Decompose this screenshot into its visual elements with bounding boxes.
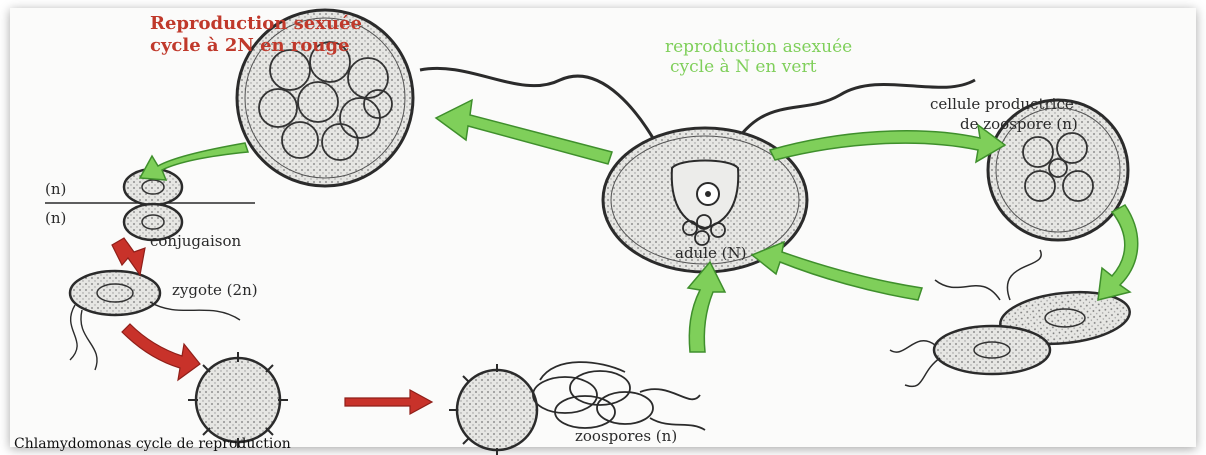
arrow-spore-to-germination xyxy=(345,390,432,414)
n-label-top: (n) xyxy=(45,181,66,198)
arrow-adult-to-sporangium xyxy=(436,100,612,164)
zygospore-cell xyxy=(188,352,288,448)
producer-label-line1: cellule productrice xyxy=(930,96,1074,113)
arrow-sporangium-to-conjugation xyxy=(140,143,248,180)
zygote-label: zygote (2n) xyxy=(172,282,258,299)
sexual-title-line2: cycle à 2N en rouge xyxy=(150,36,350,56)
n-label-bottom: (n) xyxy=(45,210,66,227)
sexual-title-line1: Reproduction sexuée xyxy=(150,14,362,34)
arrow-release-to-adult xyxy=(752,242,922,300)
adult-cell xyxy=(420,68,975,272)
asexual-title-line1: reproduction asexuée xyxy=(665,38,852,57)
released-zoospores xyxy=(890,250,1132,386)
adult-label: adule (N) xyxy=(675,245,746,262)
producer-label-line2: de zoospore (n) xyxy=(960,116,1078,133)
arrow-conjugation-to-zygote xyxy=(112,238,145,275)
asexual-title-line2: cycle à N en vert xyxy=(670,58,816,77)
arrow-zygote-to-spore xyxy=(122,324,200,380)
figure-caption: Chlamydomonas cycle de reproduction xyxy=(14,437,291,452)
conjugation-cells xyxy=(45,169,255,240)
arrow-zoospores-to-adult xyxy=(688,262,725,352)
zoospores-label: zoospores (n) xyxy=(575,428,677,445)
conjugation-label: conjugaison xyxy=(150,233,241,250)
